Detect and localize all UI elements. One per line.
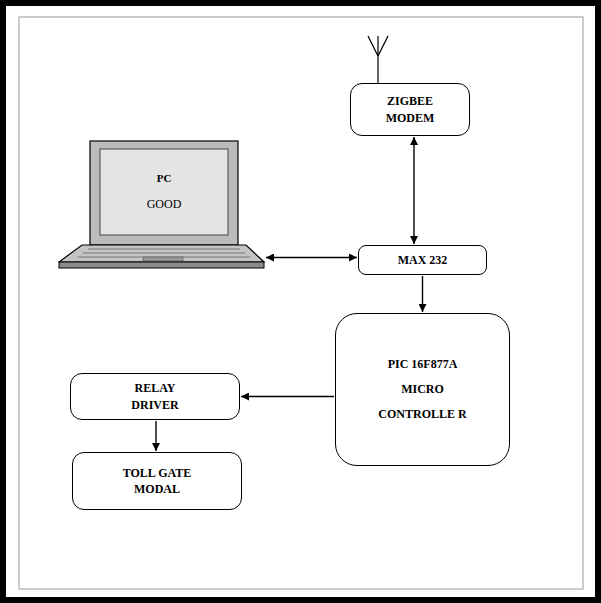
text-holder: RELAY DRIVER [119,380,191,412]
antenna-symbol [368,36,388,83]
node-label: TOLL GATE MODAL [116,465,198,497]
gate-box: TOLL GATE MODAL [72,452,242,510]
arrow-connector [422,276,423,312]
interface-box: MAX 232 [358,245,487,275]
inner-border [19,17,583,589]
node-label: MAX 232 [398,252,448,268]
text-holder: TOLL GATE MODAL [116,465,198,497]
arrow-connector [155,421,156,451]
node-label: PC [157,171,172,186]
text-holder: PIC 16F877A MICRO CONTROLLE R [376,352,470,428]
arrow-connector [413,137,414,244]
text-holder: PC GOOD [100,149,228,235]
modem-box: ZIGBEE MODEM [350,83,470,136]
node-label: ZIGBEE MODEM [374,93,446,125]
driver-box: RELAY DRIVER [70,373,240,420]
text-holder: ZIGBEE MODEM [374,93,446,125]
arrow-connector [266,257,357,258]
pc-laptop: PC GOOD [58,140,265,270]
controller-box: PIC 16F877A MICRO CONTROLLE R [335,313,510,466]
text-holder: MAX 232 [398,252,448,268]
outer-border [3,3,598,600]
arrow-connector [241,396,334,397]
node-label: PIC 16F877A MICRO CONTROLLE R [376,352,470,428]
node-label: GOOD [147,196,182,212]
node-label: RELAY DRIVER [119,380,191,412]
